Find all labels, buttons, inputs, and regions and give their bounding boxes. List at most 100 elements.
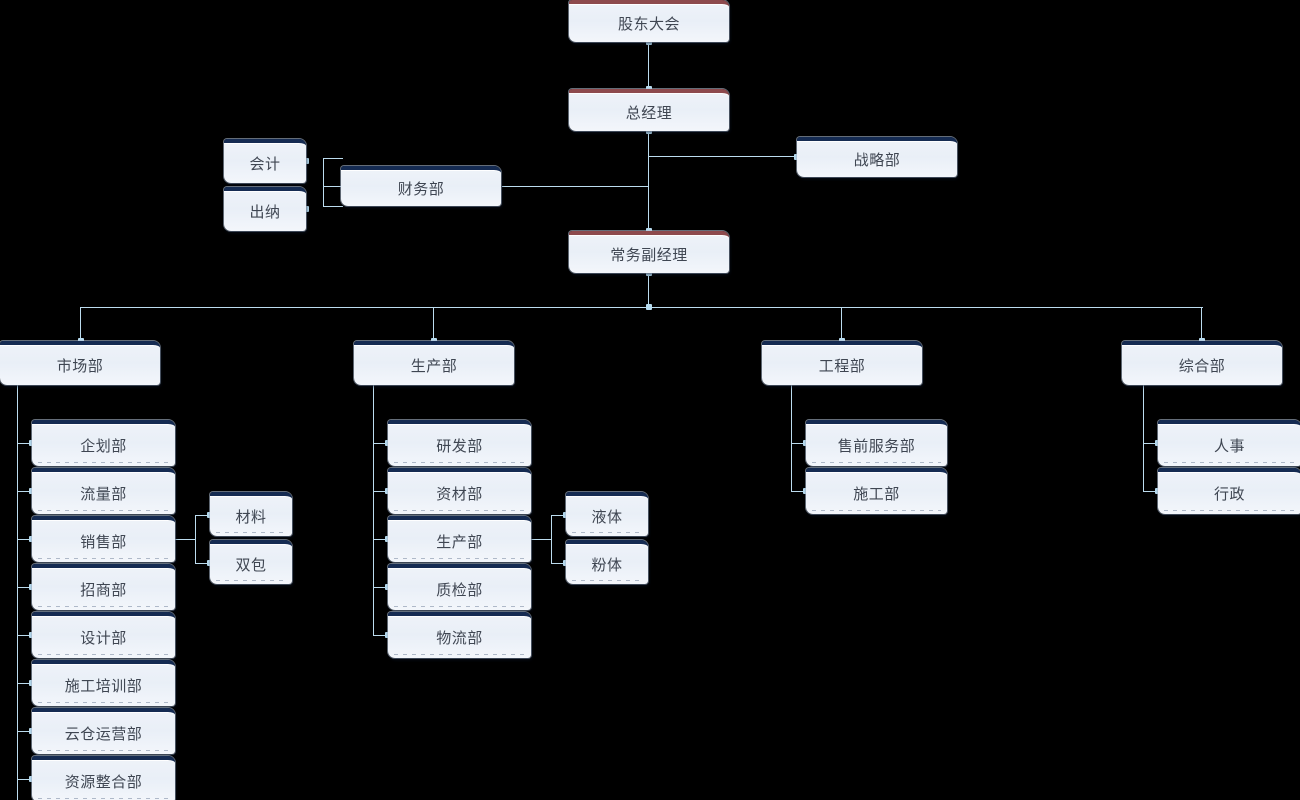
org-node-label: 会计 bbox=[249, 155, 281, 173]
org-node-hr[interactable]: 人事 bbox=[1158, 420, 1300, 466]
org-node-label: 云仓运营部 bbox=[64, 725, 143, 743]
org-node-label: 液体 bbox=[591, 508, 623, 526]
connector-line bbox=[1201, 307, 1202, 341]
org-node-label: 售前服务部 bbox=[837, 437, 916, 455]
connector-line bbox=[648, 273, 649, 307]
org-node-admin[interactable]: 行政 bbox=[1158, 468, 1300, 514]
connector-line bbox=[841, 307, 842, 341]
connector-line bbox=[551, 515, 552, 563]
connector-dot bbox=[303, 158, 309, 164]
connector-line bbox=[791, 491, 807, 492]
connector-line bbox=[373, 587, 389, 588]
org-node-label: 招商部 bbox=[80, 581, 127, 599]
connector-line bbox=[1143, 491, 1159, 492]
connector-dot bbox=[303, 206, 309, 212]
connector-line bbox=[433, 307, 434, 341]
org-node-deputy-gm[interactable]: 常务副经理 bbox=[569, 231, 729, 273]
org-node-construction[interactable]: 施工部 bbox=[806, 468, 947, 514]
org-node-label: 资源整合部 bbox=[64, 773, 143, 791]
org-node-materials-dept[interactable]: 资材部 bbox=[388, 468, 531, 514]
connector-dot bbox=[646, 128, 652, 134]
org-node-label: 综合部 bbox=[1178, 357, 1226, 375]
org-node-finance[interactable]: 财务部 bbox=[341, 166, 501, 206]
connector-line bbox=[1143, 443, 1159, 444]
org-node-shareholders[interactable]: 股东大会 bbox=[569, 0, 729, 42]
connector-line bbox=[323, 186, 343, 187]
org-node-label: 股东大会 bbox=[617, 15, 680, 33]
org-node-label: 物流部 bbox=[436, 629, 483, 647]
connector-line bbox=[551, 563, 569, 564]
connector-line bbox=[323, 158, 343, 159]
org-node-gm[interactable]: 总经理 bbox=[569, 89, 729, 131]
org-node-strategy[interactable]: 战略部 bbox=[797, 137, 957, 177]
org-node-accounting[interactable]: 会计 bbox=[224, 139, 306, 183]
connector-line bbox=[17, 443, 33, 444]
connector-line bbox=[195, 515, 213, 516]
connector-line bbox=[373, 491, 389, 492]
org-node-label: 总经理 bbox=[625, 104, 673, 122]
connector-line bbox=[373, 539, 389, 540]
org-node-liquid[interactable]: 液体 bbox=[566, 492, 648, 536]
org-node-engineering[interactable]: 工程部 bbox=[762, 341, 922, 385]
org-node-label: 生产部 bbox=[436, 533, 483, 551]
org-node-label: 流量部 bbox=[80, 485, 127, 503]
org-node-investment[interactable]: 招商部 bbox=[32, 564, 175, 610]
connector-line bbox=[17, 683, 33, 684]
connector-line bbox=[175, 539, 195, 540]
org-node-traffic[interactable]: 流量部 bbox=[32, 468, 175, 514]
org-node-production[interactable]: 生产部 bbox=[354, 341, 514, 385]
connector-line bbox=[195, 515, 196, 563]
org-node-label: 双包 bbox=[235, 556, 267, 574]
connector-line bbox=[648, 131, 649, 231]
org-node-double-pack[interactable]: 双包 bbox=[210, 540, 292, 584]
org-node-logistics[interactable]: 物流部 bbox=[388, 612, 531, 658]
connector-line bbox=[531, 539, 551, 540]
connector-line bbox=[373, 635, 389, 636]
connector-line bbox=[17, 635, 33, 636]
connector-line bbox=[80, 307, 1203, 308]
org-node-label: 材料 bbox=[235, 508, 267, 526]
org-node-rnd[interactable]: 研发部 bbox=[388, 420, 531, 466]
connector-line bbox=[17, 385, 18, 800]
org-node-design[interactable]: 设计部 bbox=[32, 612, 175, 658]
connector-line bbox=[791, 385, 792, 491]
org-node-mfg[interactable]: 生产部 bbox=[388, 516, 531, 562]
connector-line bbox=[791, 443, 807, 444]
org-node-presale[interactable]: 售前服务部 bbox=[806, 420, 947, 466]
connector-line bbox=[17, 539, 33, 540]
org-node-planning[interactable]: 企划部 bbox=[32, 420, 175, 466]
connector-line bbox=[648, 42, 649, 89]
connector-line bbox=[323, 158, 324, 206]
org-node-marketing[interactable]: 市场部 bbox=[0, 341, 160, 385]
org-node-powder[interactable]: 粉体 bbox=[566, 540, 648, 584]
connector-line bbox=[373, 385, 374, 635]
org-node-constr-train[interactable]: 施工培训部 bbox=[32, 660, 175, 706]
connector-line bbox=[195, 563, 213, 564]
org-node-label: 财务部 bbox=[397, 180, 445, 198]
connector-line bbox=[502, 186, 648, 187]
connector-line bbox=[17, 731, 33, 732]
org-node-qc[interactable]: 质检部 bbox=[388, 564, 531, 610]
connector-line bbox=[373, 443, 389, 444]
connector-line bbox=[17, 491, 33, 492]
org-node-label: 战略部 bbox=[853, 151, 901, 169]
org-node-material[interactable]: 材料 bbox=[210, 492, 292, 536]
connector-line bbox=[648, 156, 797, 157]
org-node-label: 粉体 bbox=[591, 556, 623, 574]
connector-line bbox=[17, 587, 33, 588]
org-node-label: 常务副经理 bbox=[610, 246, 688, 264]
org-node-resource-integ[interactable]: 资源整合部 bbox=[32, 756, 175, 800]
org-node-cashier[interactable]: 出纳 bbox=[224, 187, 306, 231]
org-node-label: 施工部 bbox=[853, 485, 900, 503]
connector-line bbox=[80, 307, 81, 341]
org-node-label: 人事 bbox=[1213, 437, 1245, 455]
org-node-cloud-wh[interactable]: 云仓运营部 bbox=[32, 708, 175, 754]
org-node-label: 生产部 bbox=[410, 357, 458, 375]
org-node-label: 工程部 bbox=[818, 357, 866, 375]
connector-dot bbox=[646, 304, 652, 310]
org-node-sales[interactable]: 销售部 bbox=[32, 516, 175, 562]
org-node-general-affairs[interactable]: 综合部 bbox=[1122, 341, 1282, 385]
connector-line bbox=[1143, 385, 1144, 491]
org-node-label: 企划部 bbox=[80, 437, 127, 455]
org-node-label: 研发部 bbox=[436, 437, 483, 455]
